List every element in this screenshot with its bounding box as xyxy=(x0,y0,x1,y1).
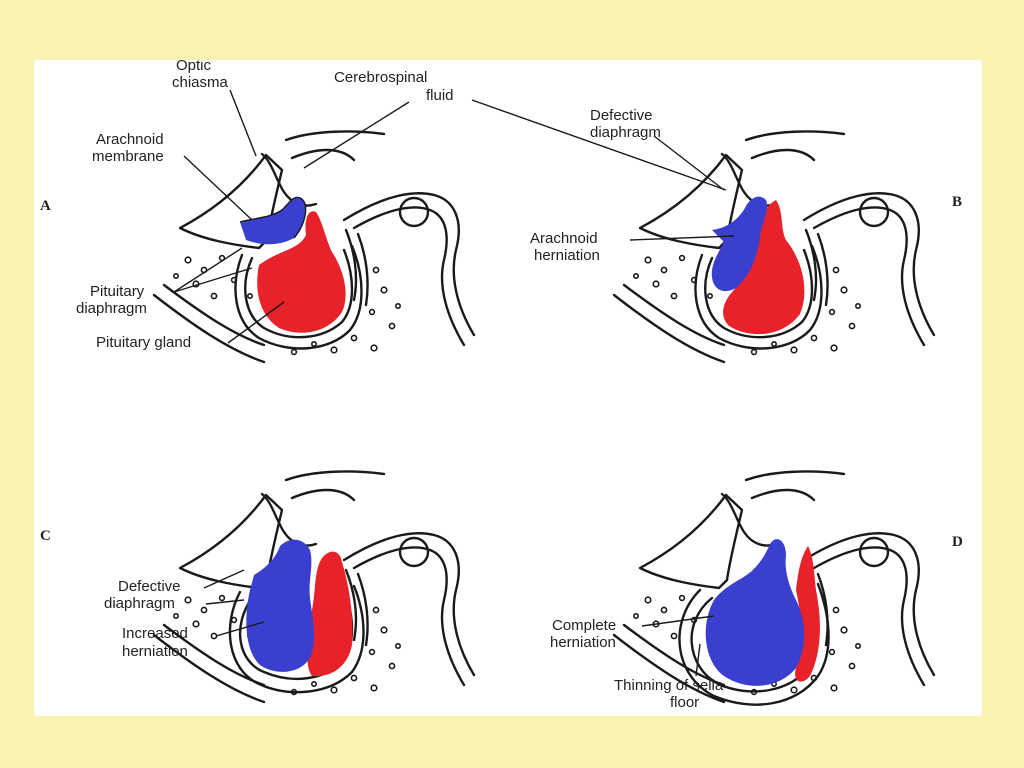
panel-d xyxy=(612,470,936,706)
label-optic-chiasma-2: chiasma xyxy=(172,74,229,91)
panel-d-letter: D xyxy=(952,534,963,550)
label-complete-herniation-2: herniation xyxy=(550,634,616,651)
label-thinning-sella-floor-1: Thinning of sella xyxy=(614,677,724,694)
panel-a-letter: A xyxy=(40,198,51,214)
label-thinning-sella-floor-2: floor xyxy=(670,694,699,711)
label-cerebrospinal-fluid-1: Cerebrospinal xyxy=(334,69,427,86)
label-arachnoid-herniation-1: Arachnoid xyxy=(530,230,598,247)
panel-c xyxy=(152,470,476,704)
label-cerebrospinal-fluid-2: fluid xyxy=(426,87,454,104)
label-arachnoid-membrane-1: Arachnoid xyxy=(96,131,164,148)
panel-a xyxy=(152,130,476,364)
label-defective-diaphragm-b-2: diaphragm xyxy=(590,124,661,141)
label-defective-diaphragm-b-1: Defective xyxy=(590,107,653,124)
empty-sella-diagram: A Optic chiasma Cerebrospinal fluid Arac… xyxy=(40,57,963,711)
label-optic-chiasma-1: Optic xyxy=(176,60,212,74)
panel-b-leader-lines xyxy=(471,99,735,241)
label-pituitary-diaphragm-2: diaphragm xyxy=(76,300,147,317)
label-increased-herniation-2: herniation xyxy=(122,643,188,660)
label-complete-herniation-1: Complete xyxy=(552,617,616,634)
panel-c-leader-lines xyxy=(203,569,265,637)
label-defective-diaphragm-c-1: Defective xyxy=(118,578,181,595)
label-pituitary-diaphragm-1: Pituitary xyxy=(90,283,145,300)
figure-panel: A Optic chiasma Cerebrospinal fluid Arac… xyxy=(34,57,982,716)
label-pituitary-gland: Pituitary gland xyxy=(96,334,191,351)
label-arachnoid-membrane-2: membrane xyxy=(92,148,164,165)
panel-b xyxy=(612,130,936,364)
panel-b-letter: B xyxy=(952,194,962,210)
panel-c-letter: C xyxy=(40,528,51,544)
panel-d-leader-lines xyxy=(641,615,715,677)
label-defective-diaphragm-c-2: diaphragm xyxy=(104,595,175,612)
label-arachnoid-herniation-2: herniation xyxy=(534,247,600,264)
label-increased-herniation-1: Increased xyxy=(122,625,188,642)
panel-a-leader-lines xyxy=(173,89,410,344)
